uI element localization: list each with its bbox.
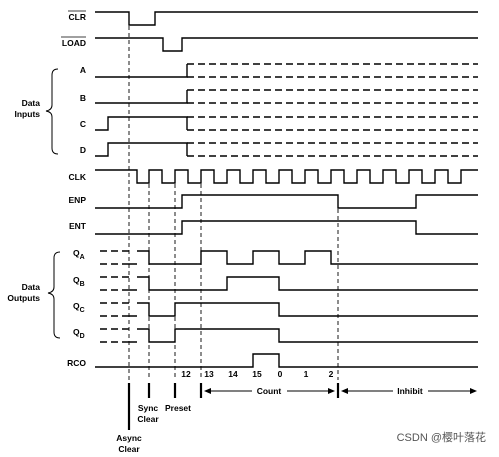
qb-label: QB xyxy=(73,275,85,288)
a-label: A xyxy=(80,65,86,75)
async-clear-label-2: Clear xyxy=(118,444,140,454)
count-number-14: 14 xyxy=(228,369,238,379)
count-number-13: 13 xyxy=(204,369,214,379)
count-number-12: 12 xyxy=(181,369,191,379)
clr-label: CLR xyxy=(69,12,86,22)
inhibit-arrow-left-head xyxy=(341,388,348,394)
qa-label: QA xyxy=(73,248,85,261)
inhibit-label: Inhibit xyxy=(397,386,423,396)
d-waveform-known xyxy=(95,142,188,157)
qd-label: QD xyxy=(73,327,85,340)
qd-waveform xyxy=(129,328,478,343)
rco-label: RCO xyxy=(67,358,86,368)
qc-waveform-dashed-start xyxy=(100,302,129,317)
clk-waveform xyxy=(95,169,478,184)
a-waveform-known xyxy=(95,64,188,78)
ent-waveform xyxy=(95,220,478,235)
clr-waveform xyxy=(95,11,478,26)
clk-label: CLK xyxy=(69,172,87,182)
ent-label: ENT xyxy=(69,221,87,231)
count-arrow-left-head xyxy=(204,388,211,394)
qd-waveform-dashed-start xyxy=(100,328,129,343)
qb-waveform xyxy=(129,276,478,291)
count-number-2: 2 xyxy=(329,369,334,379)
data-inputs-label-1: Data xyxy=(22,98,41,108)
d-label: D xyxy=(80,145,86,155)
data-inputs-brace xyxy=(45,68,59,155)
sync-clear-label-1: Sync xyxy=(138,403,159,413)
count-number-15: 15 xyxy=(252,369,262,379)
rco-waveform xyxy=(95,353,478,368)
preset-label: Preset xyxy=(165,403,191,413)
count-number-0: 0 xyxy=(278,369,283,379)
data-outputs-label-2: Outputs xyxy=(7,293,40,303)
qc-waveform xyxy=(129,302,478,317)
data-outputs-label-1: Data xyxy=(22,282,41,292)
load-waveform xyxy=(95,37,478,52)
load-label: LOAD xyxy=(62,38,86,48)
c-waveform-known xyxy=(95,116,188,131)
b-label: B xyxy=(80,93,86,103)
count-label: Count xyxy=(257,386,282,396)
data-inputs-label-2: Inputs xyxy=(15,109,41,119)
c-label: C xyxy=(80,119,86,129)
qa-waveform xyxy=(129,250,478,265)
qa-waveform-dashed-start xyxy=(100,250,129,265)
data-outputs-brace xyxy=(47,251,61,339)
watermark: CSDN @樱叶落花 xyxy=(397,431,486,444)
count-number-1: 1 xyxy=(304,369,309,379)
enp-waveform xyxy=(95,194,478,209)
async-clear-label-1: Async xyxy=(116,433,142,443)
qb-waveform-dashed-start xyxy=(100,276,129,291)
enp-label: ENP xyxy=(69,195,87,205)
b-waveform-known xyxy=(95,90,188,104)
count-arrow-right-head xyxy=(328,388,335,394)
inhibit-arrow-right-head xyxy=(470,388,477,394)
sync-clear-label-2: Clear xyxy=(137,414,159,424)
qc-label: QC xyxy=(73,301,85,314)
